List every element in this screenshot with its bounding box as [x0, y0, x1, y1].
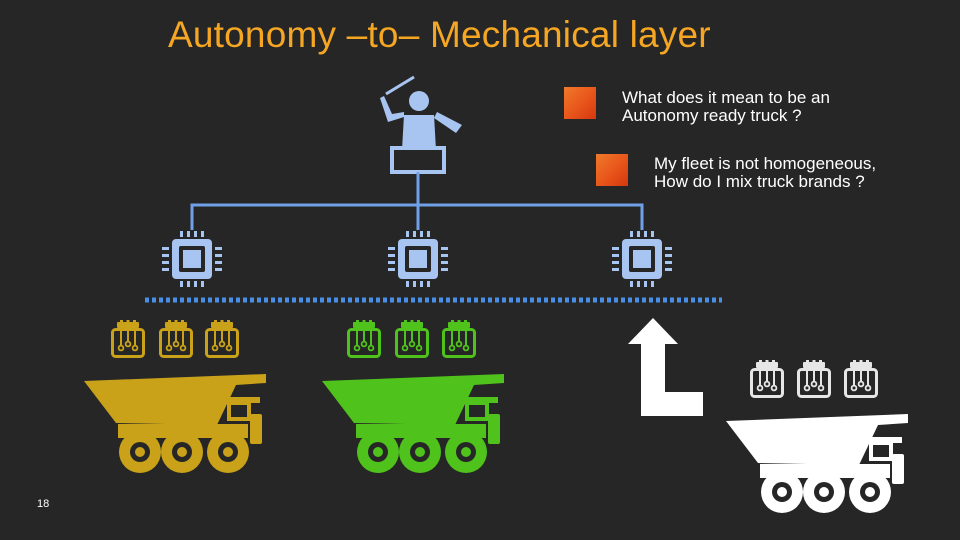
- controller-module-icon: [347, 318, 381, 358]
- question-2-line-1: My fleet is not homogeneous,: [654, 154, 877, 173]
- page-number: 18: [37, 498, 50, 510]
- network-lines: [190, 172, 644, 230]
- cpu-chip-icon: [162, 231, 222, 287]
- question-2-line-2: How do I mix truck brands ?: [654, 172, 865, 191]
- dump-truck-icon: [724, 412, 910, 515]
- question-1-line-2: Autonomy ready truck ?: [622, 106, 802, 125]
- question-1: What does it mean to be an Autonomy read…: [622, 89, 830, 125]
- controller-module-icon: [797, 358, 831, 398]
- question-1-line-1: What does it mean to be an: [622, 88, 830, 107]
- plug-and-play-label: Pn.P: [670, 396, 694, 408]
- controller-module-icon: [844, 358, 878, 398]
- cpu-chip-icon: [612, 231, 672, 287]
- controller-module-icon: [111, 318, 145, 358]
- controller-module-icon: [750, 358, 784, 398]
- question-bullet: [596, 154, 628, 186]
- question-bullet: [564, 87, 596, 119]
- page-title: Autonomy –to– Mechanical layer: [168, 14, 711, 55]
- dump-truck-icon: [82, 372, 268, 475]
- controller-module-icon: [395, 318, 429, 358]
- controller-module-icon: [442, 318, 476, 358]
- controller-module-icon: [159, 318, 193, 358]
- cpu-chip-icon: [388, 231, 448, 287]
- controller-module-icon: [205, 318, 239, 358]
- dump-truck-icon: [320, 372, 506, 475]
- question-2: My fleet is not homogeneous, How do I mi…: [654, 155, 876, 191]
- up-arrow-icon: [628, 318, 703, 416]
- conductor-icon: [380, 75, 462, 174]
